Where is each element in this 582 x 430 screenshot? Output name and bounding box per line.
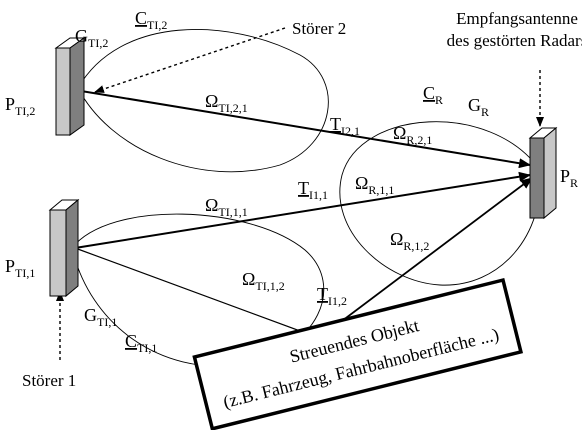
label-t-i12: TI1,2 (317, 284, 347, 308)
label-c-ti2: CTI,2 (135, 8, 167, 32)
label-stoerer2: Störer 2 (292, 19, 346, 38)
label-g-ti1: GTI,1 (84, 305, 117, 329)
label-omega-ti1-2: ΩTI,1,2 (242, 269, 285, 293)
label-g-r: GR (468, 95, 489, 119)
label-p-ti1: PTI,1 (5, 256, 35, 280)
antenna-pattern-ti1 (71, 213, 325, 367)
path-ti1-to-r (74, 171, 531, 249)
antenna-r-icon (528, 126, 558, 220)
antenna-pattern-ti2 (77, 29, 329, 173)
path-ti2-to-r (74, 89, 531, 169)
label-g-ti2: GTI,2 (75, 26, 108, 50)
antenna-ti1-icon (48, 198, 80, 298)
path-ti1-to-object (74, 247, 331, 343)
label-t-i11: TI1,1 (298, 178, 328, 202)
label-p-ti2: PTI,2 (5, 94, 35, 118)
label-omega-ti1-1: ΩTI,1,1 (205, 195, 248, 219)
label-t-i21: TI2,1 (330, 114, 360, 138)
label-p-r: PR (560, 166, 578, 190)
label-omega-r21: ΩR,2,1 (393, 123, 432, 147)
pointer-stoerer2 (94, 27, 286, 93)
label-omega-r11: ΩR,1,1 (355, 173, 394, 197)
antenna-ti2-icon (54, 37, 86, 136)
label-omega-r12: ΩR,1,2 (390, 229, 429, 253)
label-omega-ti2-1: ΩTI,2,1 (205, 91, 248, 115)
label-empfangsantenne: Empfangsantenne (456, 9, 578, 28)
label-gestoerter-radar: des gestörten Radars (447, 31, 582, 50)
antenna-pattern-r (339, 121, 541, 286)
scatter-object-box: Streuendes Objekt (z.B. Fahrzeug, Fahrba… (192, 277, 524, 430)
label-c-ti1: CTI,1 (125, 331, 157, 355)
label-stoerer1: Störer 1 (22, 371, 76, 390)
label-c-r: CR (423, 83, 443, 107)
